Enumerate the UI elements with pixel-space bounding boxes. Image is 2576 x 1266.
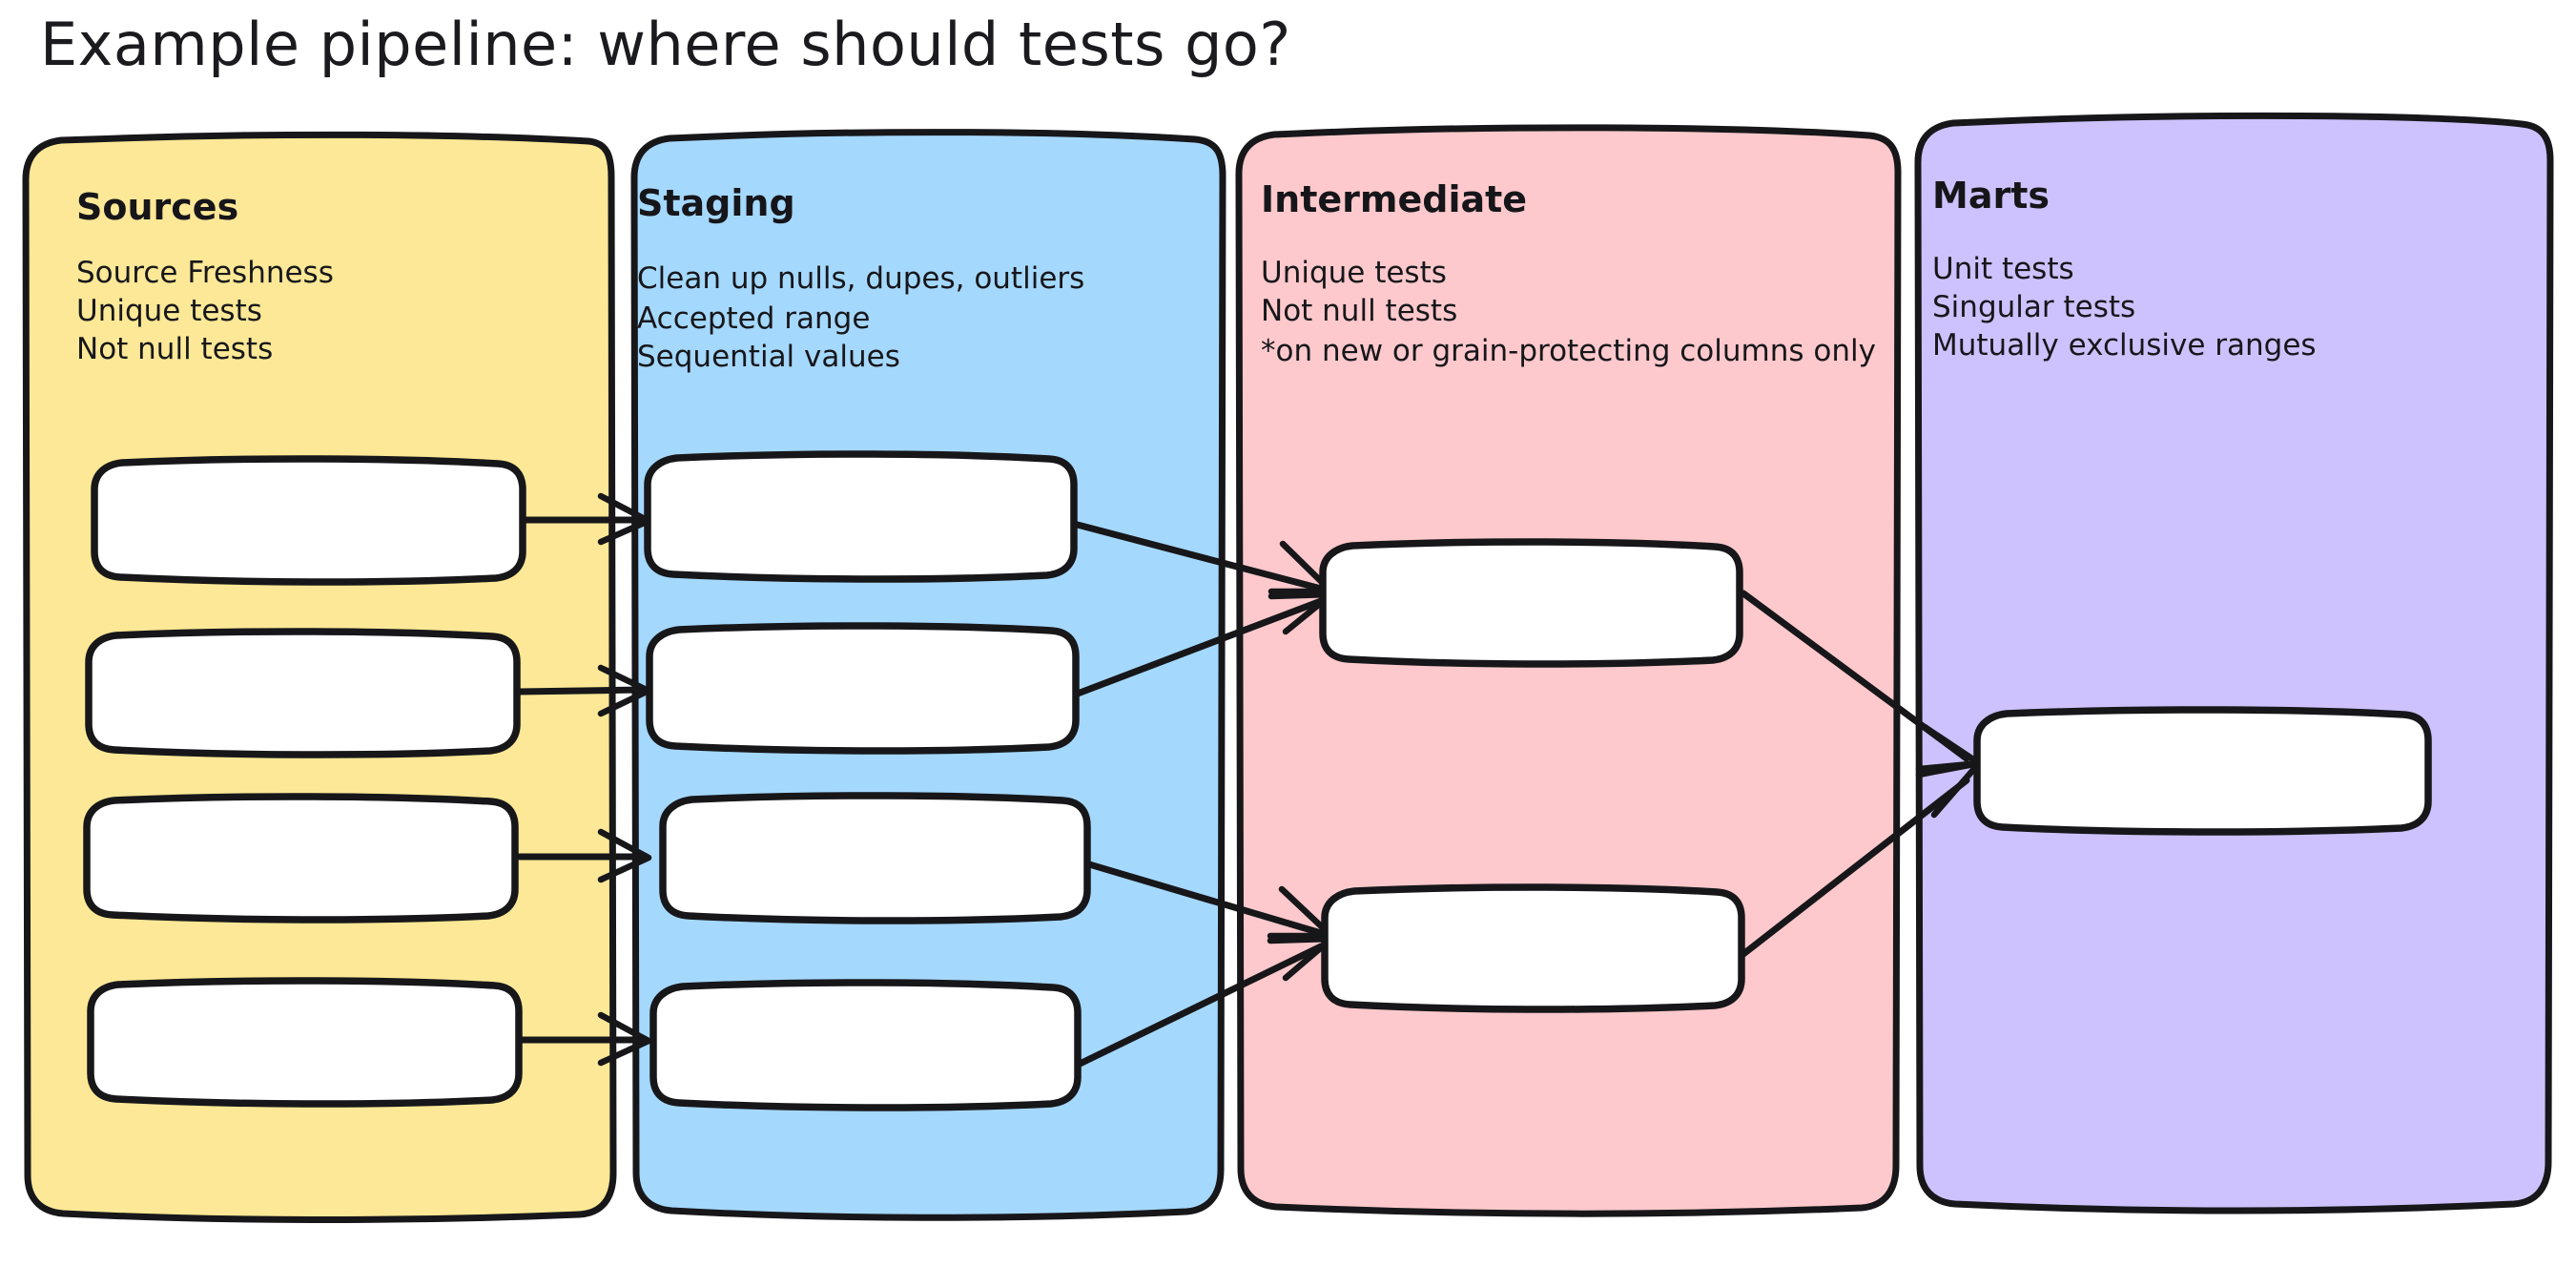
lane-note-marts-1: Singular tests [1932,290,2135,324]
lane-note-sources-0: Source Freshness [76,256,334,290]
lane-title-intermediate: Intermediate [1261,178,1527,220]
node-stg-2[interactable] [646,622,1080,755]
node-int-2[interactable] [1321,883,1745,1013]
lane-note-marts-2: Mutually exclusive ranges [1932,328,2317,363]
lane-note-intermediate-0: Unique tests [1261,256,1447,290]
node-stg-1[interactable] [644,450,1078,583]
lane-note-marts-0: Unit tests [1932,252,2074,286]
node-src-3[interactable] [83,793,519,924]
lane-panel-marts [1914,112,2554,1214]
node-mart-1[interactable] [1973,706,2432,836]
page-title: Example pipeline: where should tests go? [40,10,1291,79]
lane-note-staging-1: Accepted range [637,301,870,336]
lane-title-marts: Marts [1932,175,2050,217]
node-src-4[interactable] [87,977,523,1108]
lane-note-intermediate-1: Not null tests [1261,294,1457,328]
node-src-2[interactable] [85,628,521,758]
edge-src4-stg4 [516,1011,652,1067]
lane-title-staging: Staging [637,182,795,224]
lane-panel-intermediate [1235,124,1902,1217]
node-int-1[interactable] [1319,538,1743,668]
lane-note-staging-2: Sequential values [637,340,900,374]
lane-note-staging-0: Clean up nulls, dupes, outliers [637,261,1084,296]
node-stg-4[interactable] [649,979,1082,1111]
lane-title-sources: Sources [76,186,238,228]
node-stg-3[interactable] [659,792,1091,924]
edge-src3-stg3 [516,828,652,883]
lane-note-intermediate-2: *on new or grain-protecting columns only [1261,334,1876,368]
lane-note-sources-1: Unique tests [76,294,262,328]
lane-note-sources-2: Not null tests [76,332,273,366]
node-src-1[interactable] [91,455,526,586]
